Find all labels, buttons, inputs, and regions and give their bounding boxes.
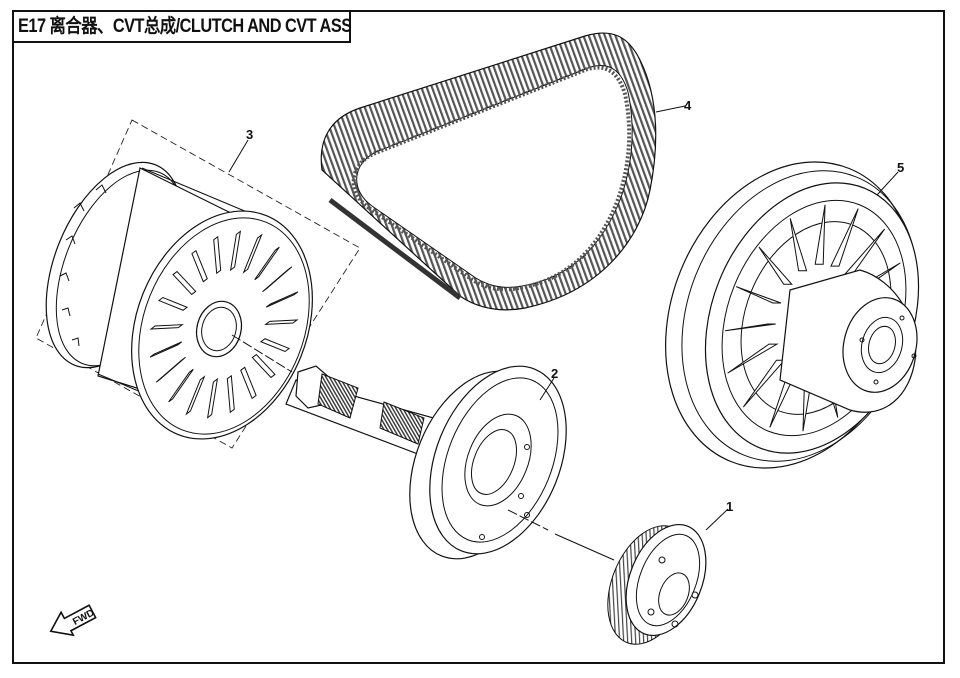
callout-4: 4: [684, 98, 692, 113]
fin: [206, 377, 219, 419]
fwd-label: FWD: [71, 608, 96, 628]
fin: [157, 296, 189, 311]
fin: [191, 249, 208, 283]
spoke: [814, 204, 826, 265]
cooling-fins: [149, 230, 299, 419]
fin: [259, 338, 291, 353]
callout-2: 2: [551, 366, 558, 381]
spoke: [789, 218, 808, 272]
spoke: [742, 359, 786, 408]
clutch[interactable]: 1: [507, 499, 733, 657]
fin: [185, 375, 206, 416]
fin: [172, 270, 197, 296]
spoke: [758, 246, 793, 285]
spoke: [727, 343, 779, 374]
driven-pulley[interactable]: 5: [621, 124, 960, 505]
fin: [155, 356, 186, 383]
page-title: E17 离合器、CVT总成/CLUTCH AND CVT ASSY: [18, 16, 351, 37]
drive-pulley[interactable]: 3: [19, 119, 361, 466]
fin: [213, 235, 222, 275]
fin: [251, 353, 276, 379]
fin: [265, 291, 299, 308]
callout-5: 5: [897, 160, 904, 175]
fin: [264, 319, 299, 325]
fin: [254, 246, 280, 281]
drum-face: [429, 365, 567, 555]
drawing-frame: [12, 10, 945, 664]
fin: [149, 324, 184, 330]
spoke: [735, 286, 782, 304]
fin: [229, 230, 242, 272]
fin: [226, 374, 235, 414]
spoke: [830, 208, 859, 267]
fin: [242, 233, 263, 274]
callout-1: 1: [726, 499, 733, 514]
spoke: [725, 323, 776, 332]
fin: [149, 341, 183, 358]
fin: [240, 366, 257, 400]
forward-direction-arrow-icon: FWD: [49, 604, 97, 637]
drive-belt[interactable]: 4: [320, 32, 692, 311]
fin: [262, 266, 293, 293]
callout-3: 3: [246, 127, 253, 142]
fin: [168, 368, 194, 403]
title-box: E17 离合器、CVT总成/CLUTCH AND CVT ASSY: [12, 10, 351, 43]
